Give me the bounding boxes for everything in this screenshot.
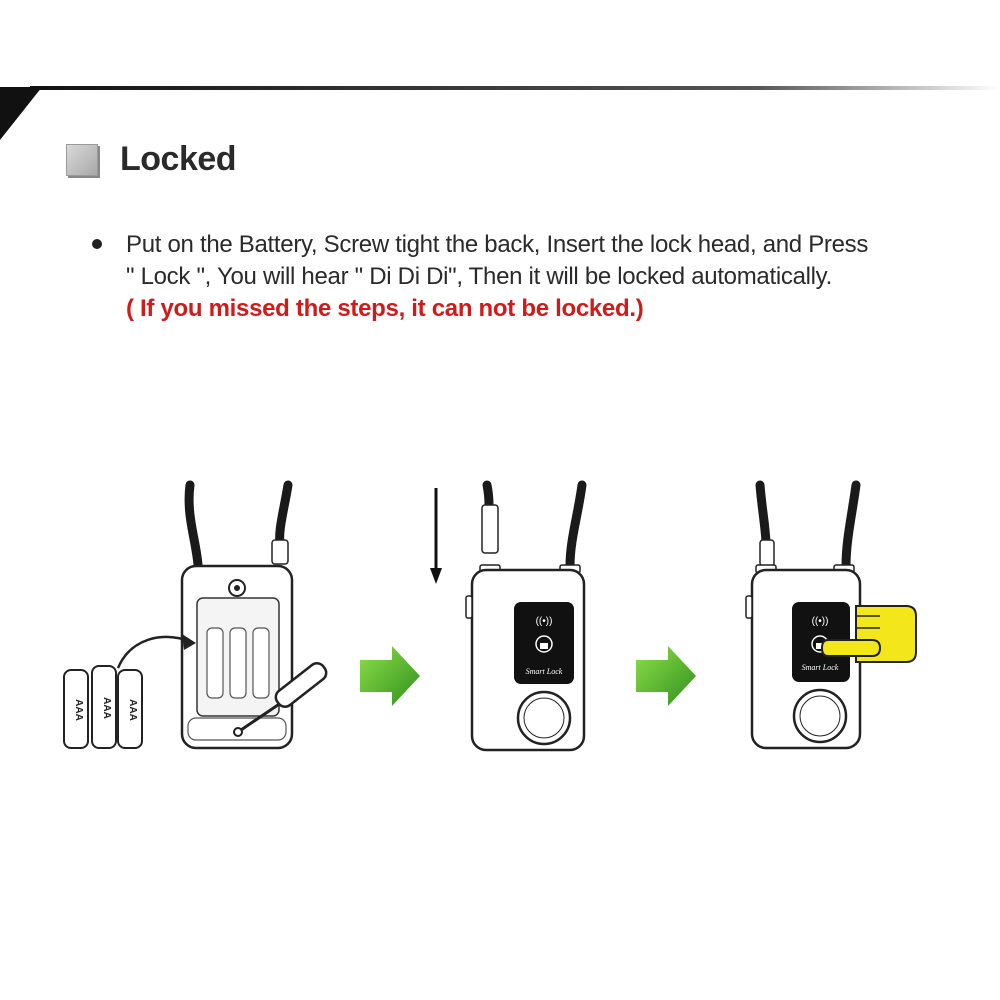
alarm-speaker xyxy=(516,690,572,746)
cable-right xyxy=(275,480,293,550)
svg-text:AAA: AAA xyxy=(73,699,84,721)
install-battery-step: AAA AAA AAA xyxy=(63,480,328,750)
header-line xyxy=(30,86,1000,90)
alarm-speaker xyxy=(792,688,848,744)
control-panel xyxy=(792,602,850,682)
svg-text:AAA: AAA xyxy=(127,699,138,721)
section-heading: Locked xyxy=(66,140,237,179)
svg-text:AAA: AAA xyxy=(101,697,112,719)
installed-battery xyxy=(252,627,270,699)
cable-right xyxy=(841,480,861,571)
instruction-line-2: " Lock ", You will hear " Di Di Di", The… xyxy=(126,263,832,290)
aaa-batteries: AAA AAA AAA xyxy=(63,665,143,749)
screwdriver-icon xyxy=(233,662,328,737)
warning-text: ( If you missed the steps, it can not be… xyxy=(126,295,644,322)
panel-label: Smart Lock xyxy=(802,663,839,672)
next-step-arrow xyxy=(360,646,420,706)
cable-left xyxy=(755,480,771,550)
bullet-icon xyxy=(92,239,102,249)
installed-battery xyxy=(206,627,224,699)
cable-left xyxy=(184,480,203,570)
locking-steps-illustration: AAA AAA AAA ((•)) Smart Lock xyxy=(63,480,917,752)
header-rule xyxy=(0,86,1000,140)
finger-pressing-icon xyxy=(820,605,917,663)
lock-icon xyxy=(535,635,553,653)
insert-lock-head-step: ((•)) Smart Lock xyxy=(430,480,587,752)
section-title: Locked xyxy=(120,140,237,178)
shackle-tip xyxy=(271,539,289,565)
next-step-arrow xyxy=(636,646,696,706)
header-corner-triangle xyxy=(0,87,42,140)
square-bullet-icon xyxy=(66,143,98,176)
wireless-icon: ((•)) xyxy=(812,616,829,627)
lock-head xyxy=(481,504,499,554)
installed-battery xyxy=(229,627,247,699)
insert-arrow xyxy=(116,635,193,669)
wireless-icon: ((•)) xyxy=(536,616,553,627)
cable-right xyxy=(565,480,587,571)
instruction-line-1: Put on the Battery, Screw tight the back… xyxy=(126,231,869,258)
side-button xyxy=(465,595,473,619)
press-lock-step: ((•)) Smart Lock xyxy=(745,480,917,750)
panel-label: Smart Lock xyxy=(526,667,563,676)
side-button xyxy=(745,595,753,619)
cable-left xyxy=(482,480,494,510)
